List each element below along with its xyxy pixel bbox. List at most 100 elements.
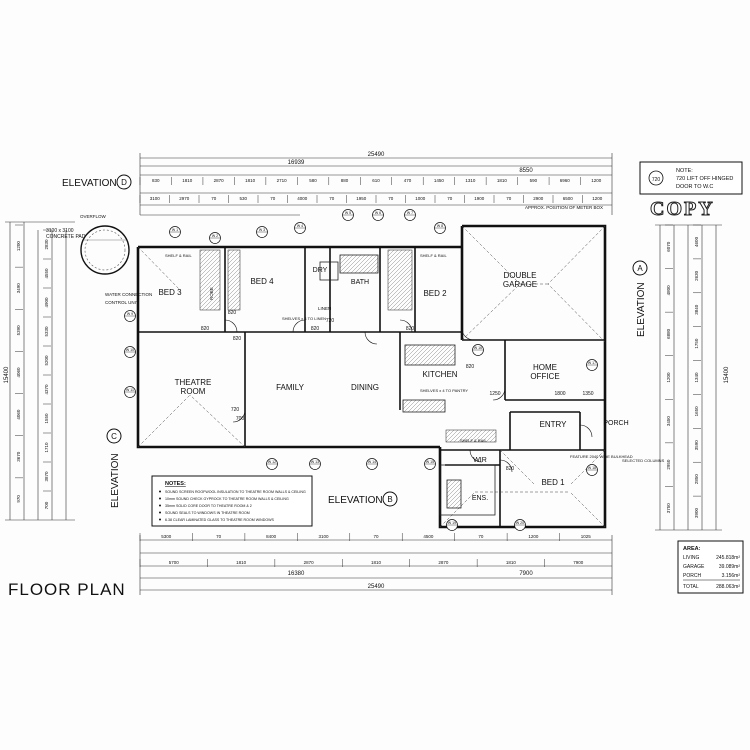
window-marker-code: W 20 [516, 521, 524, 525]
area-heading: AREA: [683, 546, 701, 552]
area-porch-value: 3.156m² [722, 573, 741, 579]
top-chain-1-dimension-label: 580 [309, 178, 317, 183]
selected-columns-label: SELECTED COLUMNS [622, 458, 665, 463]
bottom-chain-1-dimension-label: 70 [216, 534, 222, 539]
elevation-b-label: ELEVATION [328, 495, 383, 506]
door-width-tag: 820 [506, 466, 515, 472]
window-marker-code: W 7 [407, 211, 413, 215]
bottom-sub-dimension-left: 16380 [288, 571, 305, 577]
bottom-chain-3-dimension-label: 1810 [371, 560, 382, 565]
top-chain-1-dimension-label: 6960 [560, 178, 571, 183]
left-chain-1-dimension-label: 1200 [16, 241, 21, 252]
elevation-b-marker: ELEVATION B [328, 491, 398, 507]
note-line2: DOOR TO W.C [676, 184, 713, 190]
room-ensuite: ENS. [472, 495, 488, 502]
top-chain-2-dimension-label: 70 [329, 196, 335, 201]
shelf-rail-bed2: SHELF & RAIL [420, 253, 447, 258]
right-chain-2-dimension-label: 1750 [694, 338, 699, 349]
note-line1: 720 LIFT OFF HINGED [676, 176, 733, 182]
shelf-rail-bed3: SHELF & RAIL [165, 253, 192, 258]
left-chain-2-dimension-label: 4370 [44, 384, 49, 395]
left-chain-1-dimension-label: 4060 [16, 367, 21, 378]
right-chain-1-dimension-label: 3750 [666, 503, 671, 514]
left-chain-2-dimension-label: 5330 [44, 326, 49, 337]
right-chain-1-dimension-label: 6070 [666, 241, 671, 252]
top-chain-2-dimension-label: 70 [211, 196, 217, 201]
top-chain-1-dimension-label: 1450 [434, 178, 445, 183]
top-sub-dimension-right: 8550 [519, 168, 533, 174]
top-chain-1-dimension-label: 1200 [591, 178, 602, 183]
elevation-d-letter: D [121, 178, 127, 187]
top-chain-1-dimension-label: 590 [530, 178, 538, 183]
elevation-b-letter: B [387, 495, 392, 504]
bottom-chain-3-dimension-label: 1810 [236, 560, 247, 565]
window-marker-code: W 6 [375, 211, 381, 215]
right-overall-dimension: 15400 [724, 366, 730, 383]
window-marker-code: W 10 [126, 348, 134, 352]
area-porch-label: PORCH [683, 573, 701, 579]
right-chain-1-dimension-label: 1200 [666, 372, 671, 383]
linen-label: LINEN [318, 306, 331, 311]
room-double-garage-line1: DOUBLE [504, 271, 537, 280]
right-chain-1-dimension-label: 4800 [666, 285, 671, 296]
room-dry: DRY [313, 267, 328, 274]
shelves-linen-label: SHELVES x 4 TO LINEN [282, 316, 326, 321]
door-swings [224, 319, 593, 473]
bottom-chain-3-dimension-label: 2870 [438, 560, 449, 565]
window-marker-code: W 1 [172, 228, 178, 232]
right-chain-2-dimension-label: 3900 [694, 508, 699, 519]
bottom-chain-3-dimension-label: 2870 [304, 560, 315, 565]
top-chain-2-dimension-label: 4000 [297, 196, 308, 201]
left-chain-2-dimension-label: 3870 [44, 471, 49, 482]
top-chain-1-dimension-label: 1810 [497, 178, 508, 183]
copy-stamp: COPY [650, 198, 715, 220]
drawing-title: FLOOR PLAN [8, 580, 126, 599]
bottom-dimensions [139, 535, 613, 595]
top-chain-1-dimension-label: 830 [152, 178, 160, 183]
room-dining: DINING [351, 383, 379, 392]
room-home-office-line1: HOME [533, 363, 557, 372]
right-chain-2-dimension-label: 3590 [694, 440, 699, 451]
bottom-overall-dimension: 25490 [368, 584, 385, 590]
window-marker-code: W 11 [126, 388, 134, 392]
room-bed3: BED 3 [158, 288, 182, 297]
top-chain-1-dimension-label: 1810 [182, 178, 193, 183]
door-width-tag: 820 [201, 326, 210, 332]
room-double-garage-line2: GARAGE [503, 280, 537, 289]
top-chain-1-dimension-label: 2870 [214, 178, 225, 183]
room-bed1: BED 1 [541, 478, 565, 487]
water-tank [80, 225, 130, 275]
room-entry: ENTRY [540, 420, 568, 429]
elevation-a-label: ELEVATION [636, 282, 647, 337]
left-chain-2-dimension-label: 2830 [44, 239, 49, 250]
left-chain-1-dimension-label: 5390 [16, 325, 21, 336]
notes-item: 10mm SOUND CHECK GYPROCK TO THEATRE ROOM… [165, 497, 289, 501]
top-chain-2-dimension-label: 1950 [356, 196, 367, 201]
top-chain-1-dimension-label: 2710 [277, 178, 288, 183]
right-chain-2-dimension-label: 1340 [694, 372, 699, 383]
top-overall-dimension: 25490 [368, 152, 385, 158]
bottom-chain-1-dimension-label: 3100 [319, 534, 330, 539]
notes-item: 6.38 CLEAR LAMINATED GLASS TO THEATRE RO… [165, 518, 275, 522]
area-garage-label: GARAGE [683, 564, 705, 570]
elevation-a-marker: A ELEVATION [632, 260, 648, 337]
window-marker-code: W 2 [212, 234, 218, 238]
room-kitchen: KITCHEN [422, 370, 457, 379]
room-labels: BED 3 BED 4 DRY BATH BED 2 DOUBLE GARAGE… [158, 267, 628, 502]
door-width-tag: 820 [233, 336, 242, 342]
left-chain-2-dimension-label: 4550 [44, 268, 49, 279]
notes-heading: NOTES: [165, 481, 186, 487]
note-label: NOTE: [676, 168, 693, 174]
water-tank-size: 3100 x 3100 [46, 228, 74, 234]
right-chain-2-dimension-label: 1650 [694, 406, 699, 417]
pantry-label: SHELVES x 4 TO PANTRY [420, 388, 468, 393]
bottom-chain-1-dimension-label: 8400 [266, 534, 277, 539]
top-chain-1-dimension-label: 880 [341, 178, 349, 183]
room-bed4: BED 4 [250, 277, 274, 286]
area-total-label: TOTAL [683, 584, 699, 590]
notes-item: 35mm SOLID CORE DOOR TO THEATRE ROOM & 2 [165, 504, 252, 508]
left-overall-dimension: 15400 [4, 366, 10, 383]
